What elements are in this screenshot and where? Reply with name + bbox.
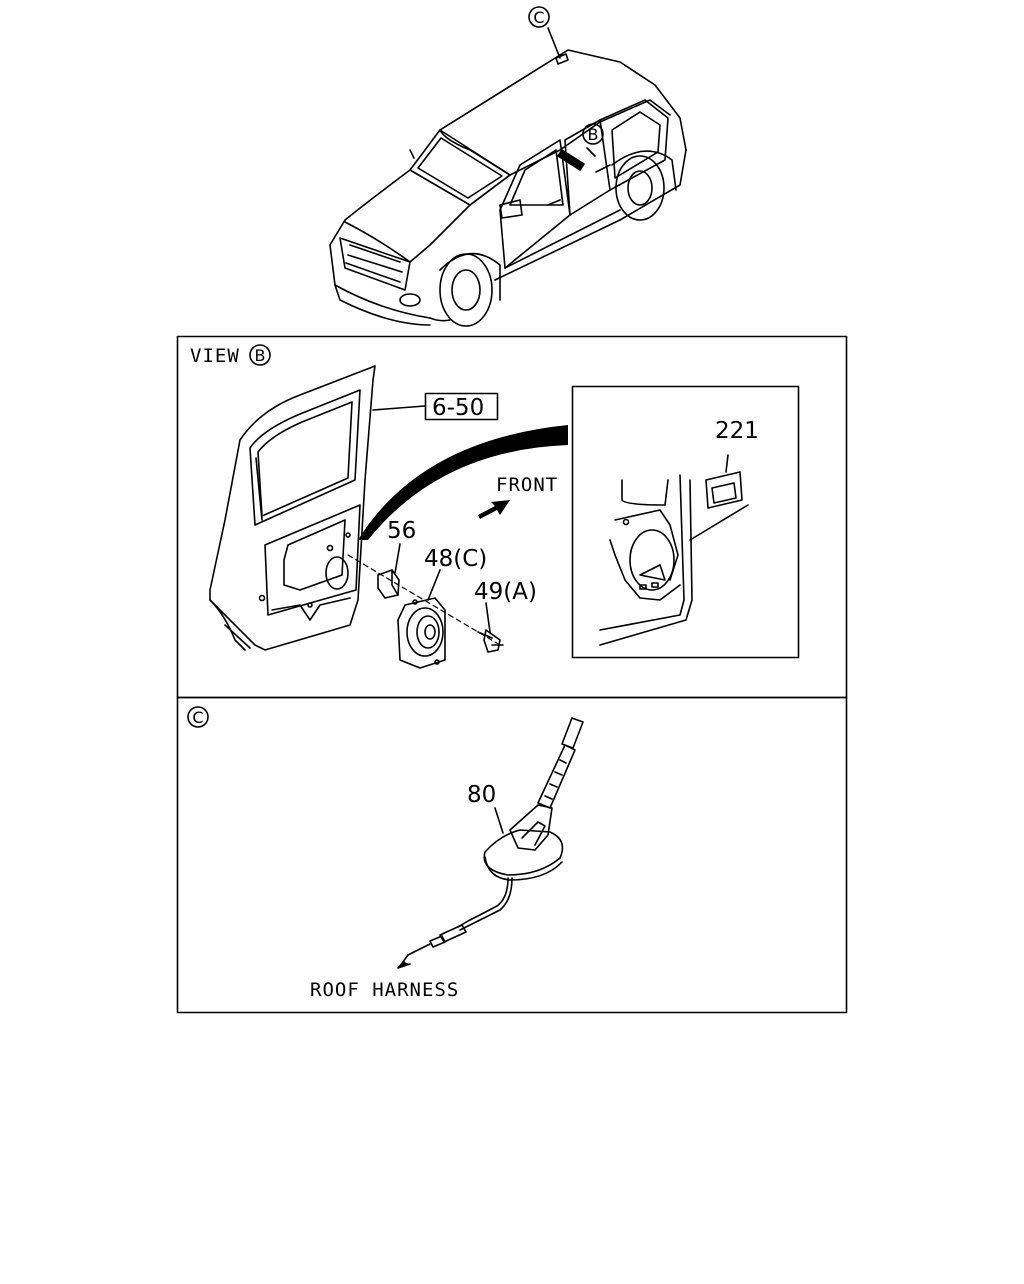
front-label: FRONT xyxy=(496,474,558,496)
view-c-letter-circle xyxy=(187,706,209,728)
view-b-letter: B xyxy=(255,346,266,365)
inset-detail-box xyxy=(571,385,800,659)
callout-b-label: B xyxy=(588,125,599,144)
view-b-letter-circle xyxy=(249,344,271,366)
part-221-label: 221 xyxy=(715,418,759,444)
rear-door-illustration xyxy=(209,365,376,651)
callout-c-label: C xyxy=(533,8,544,27)
roof-antenna-illustration xyxy=(397,717,584,969)
part-80-label: 80 xyxy=(467,782,496,808)
roof-harness-label: ROOF HARNESS xyxy=(310,979,459,1001)
inset-detail-illustration xyxy=(599,454,749,646)
part-49-label: 49(A) xyxy=(474,579,537,605)
callout-c-circle xyxy=(528,6,550,28)
ref-box-label: 6-50 xyxy=(432,395,484,421)
view-b-panel xyxy=(176,335,848,699)
vehicle-illustration xyxy=(329,27,687,327)
ref-box-6-50 xyxy=(424,392,499,421)
callout-b-circle xyxy=(582,123,604,145)
view-b-title: VIEW xyxy=(190,345,240,367)
front-arrow-icon xyxy=(478,500,510,519)
part-48-label: 48(C) xyxy=(424,546,487,572)
view-c-letter: C xyxy=(192,708,203,727)
speaker-illustration xyxy=(347,554,504,669)
part-56-label: 56 xyxy=(387,518,416,544)
view-c-panel xyxy=(176,696,848,1014)
